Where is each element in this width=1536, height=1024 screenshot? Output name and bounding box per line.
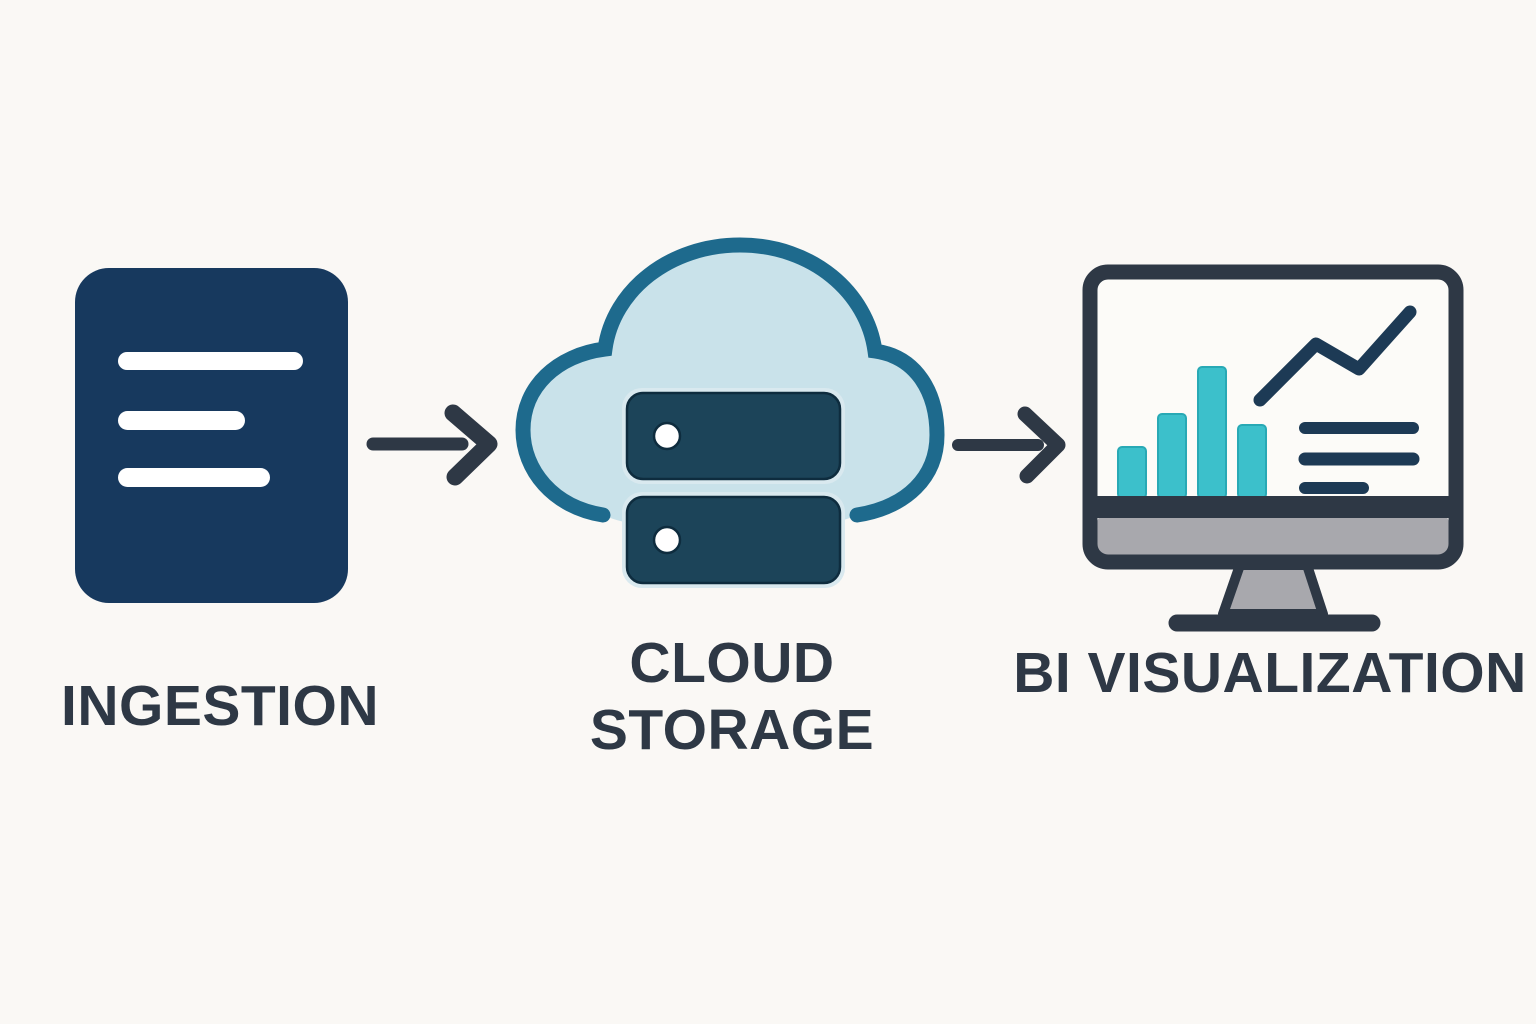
- cloud-outline: [515, 237, 945, 523]
- document-text-line: [118, 352, 303, 370]
- arrow-head: [444, 404, 498, 486]
- cloud-server-icon: [515, 237, 945, 588]
- server-led: [652, 525, 682, 555]
- cloud-shape: [523, 245, 937, 531]
- arrow-right-icon: [952, 406, 1066, 484]
- chart-bar: [1197, 366, 1227, 499]
- screen-text-lines: [1298, 422, 1420, 494]
- trend-line-glyph: [1253, 305, 1417, 407]
- monitor-stand: [1218, 560, 1328, 619]
- arrow-right-icon: [366, 404, 498, 486]
- node-label-bi-visualization: BI VISUALIZATION: [1013, 641, 1527, 705]
- node-label-cloud-storage: CLOUD STORAGE: [589, 631, 875, 762]
- server-rack-top: [625, 391, 842, 481]
- document-icon: [75, 268, 348, 603]
- monitor-frame: [1082, 264, 1464, 570]
- chart-bar: [1157, 413, 1187, 499]
- node-label-ingestion: INGESTION: [60, 674, 380, 738]
- document-text-line: [118, 468, 270, 487]
- monitor-bottom-strip: [1097, 512, 1449, 558]
- server-led: [652, 421, 682, 451]
- chart-bar: [1237, 424, 1267, 499]
- chart-bar: [1117, 446, 1147, 499]
- monitor-analytics-icon: [1082, 264, 1464, 632]
- arrow-head: [1017, 406, 1066, 484]
- server-rack-bottom: [625, 495, 842, 585]
- bar-chart-glyph: [1117, 366, 1267, 499]
- document-text-line: [118, 411, 245, 430]
- monitor-divider: [1090, 496, 1456, 518]
